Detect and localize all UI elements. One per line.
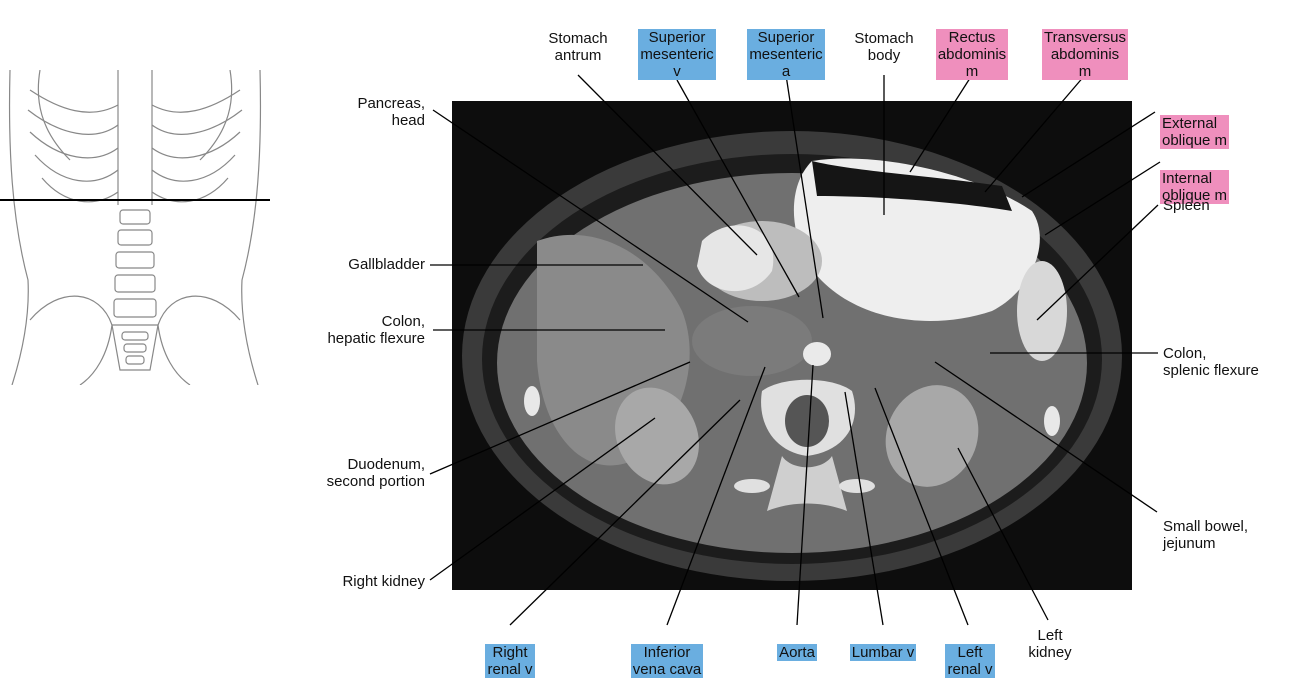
- label-right-kidney: Right kidney: [300, 573, 425, 590]
- label-transversus-abdominis-text: Transversus abdominis m: [1042, 29, 1128, 80]
- label-left-renal-v: Left renal v: [936, 627, 1004, 678]
- label-external-oblique: External oblique m: [1160, 98, 1280, 149]
- label-external-oblique-text: External oblique m: [1160, 115, 1229, 149]
- label-small-bowel-jejunum: Small bowel, jejunum: [1163, 518, 1288, 552]
- label-lumbar-v-text: Lumbar v: [850, 644, 917, 661]
- label-duodenum-second-portion: Duodenum, second portion: [280, 456, 425, 490]
- label-colon-hepatic-flexure: Colon, hepatic flexure: [280, 313, 425, 347]
- label-stomach-body: Stomach body: [843, 30, 925, 64]
- label-superior-mesenteric-v-text: Superior mesenteric v: [638, 29, 715, 80]
- label-superior-mesenteric-v: Superior mesenteric v: [636, 12, 718, 80]
- label-pancreas-head: Pancreas, head: [300, 95, 425, 129]
- label-gallbladder: Gallbladder: [300, 256, 425, 273]
- torso-reference-diagram: [0, 70, 270, 385]
- label-superior-mesenteric-a: Superior mesenteric a: [745, 12, 827, 80]
- label-inferior-vena-cava-text: Inferior vena cava: [631, 644, 703, 678]
- label-left-kidney: Left kidney: [1015, 627, 1085, 661]
- label-stomach-antrum: Stomach antrum: [532, 30, 624, 64]
- label-right-renal-v: Right renal v: [470, 627, 550, 678]
- label-inferior-vena-cava: Inferior vena cava: [620, 627, 714, 678]
- label-rectus-abdominis: Rectus abdominis m: [930, 12, 1014, 80]
- label-spleen: Spleen: [1163, 197, 1263, 214]
- label-aorta-text: Aorta: [777, 644, 817, 661]
- label-lumbar-v: Lumbar v: [838, 627, 928, 661]
- label-right-renal-v-text: Right renal v: [485, 644, 534, 678]
- ct-scan-image: [452, 101, 1132, 590]
- label-rectus-abdominis-text: Rectus abdominis m: [936, 29, 1008, 80]
- label-colon-splenic-flexure: Colon, splenic flexure: [1163, 345, 1288, 379]
- label-left-renal-v-text: Left renal v: [945, 644, 994, 678]
- label-aorta: Aorta: [760, 627, 834, 661]
- label-superior-mesenteric-a-text: Superior mesenteric a: [747, 29, 824, 80]
- label-transversus-abdominis: Transversus abdominis m: [1030, 12, 1140, 80]
